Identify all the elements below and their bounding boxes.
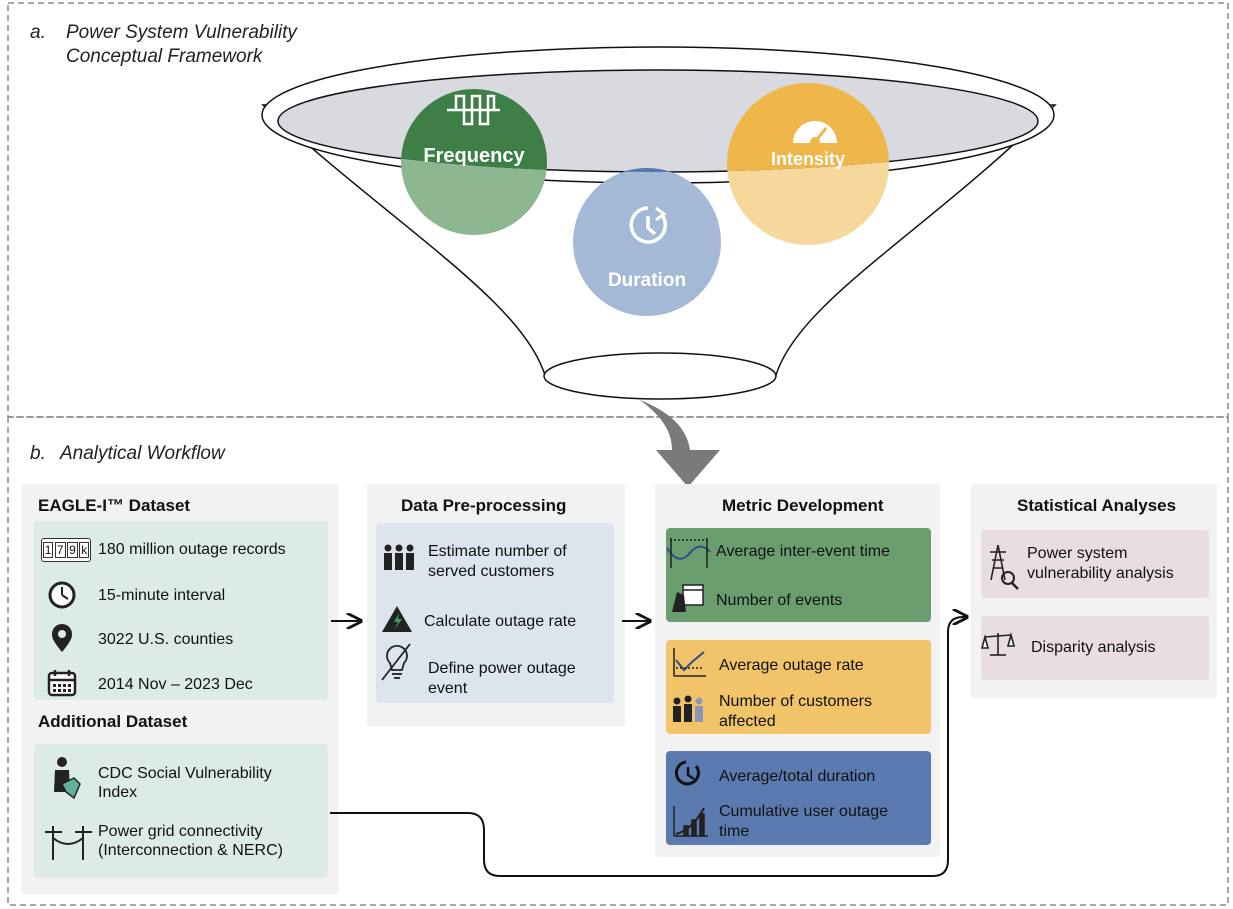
wave-interval-icon [666, 538, 711, 568]
statistics-title: Statistical Analyses [1017, 496, 1177, 515]
cdc-svi-line2: Index [98, 784, 138, 801]
cumulative-chart-icon [673, 806, 708, 837]
grid-connectivity-line1: Power grid connectivity [98, 823, 263, 840]
section-b-letter: b. [30, 443, 46, 464]
number-of-events-text: Number of events [716, 592, 843, 609]
define-event-line1: Define power outage [428, 660, 576, 677]
vulnerability-analysis-line1: Power system [1027, 545, 1128, 562]
cumulative-outage-line2: time [719, 823, 750, 840]
dataset-records-text: 180 million outage records [98, 541, 286, 558]
grid-connectivity-line2: (Interconnection & NERC) [98, 842, 283, 859]
calendar-icon [47, 670, 77, 697]
bulb-off-icon [381, 643, 411, 681]
dataset-period-text: 2014 Nov – 2023 Dec [98, 676, 253, 693]
frequency-label: Frequency [423, 145, 525, 167]
vulnerability-analysis-box [981, 530, 1209, 598]
define-event-line2: event [428, 680, 468, 697]
preprocessing-title: Data Pre-processing [401, 496, 567, 515]
people-group-icon [384, 544, 414, 570]
section-a-title-line2: Conceptual Framework [66, 46, 263, 67]
duration-metrics-box [666, 751, 931, 845]
clock-icon [48, 581, 76, 609]
average-total-duration-text: Average/total duration [719, 768, 876, 785]
eagle-dataset-title: EAGLE-I™ Dataset [38, 496, 191, 515]
warning-bolt-icon [382, 606, 412, 632]
vulnerability-analysis-line2: vulnerability analysis [1027, 565, 1174, 582]
arrow-additional-to-statistics [330, 617, 967, 877]
power-line-icon [45, 826, 92, 860]
estimate-customers-line2: served customers [428, 563, 555, 580]
hand-calendar-icon [672, 584, 704, 612]
down-arrow-icon [640, 400, 720, 487]
disparity-analysis-box [981, 616, 1209, 680]
intensity-label: Intensity [770, 149, 845, 169]
person-shield-icon [54, 757, 81, 800]
customers-affected-line1: Number of customers [719, 693, 872, 710]
customers-affected-line2: affected [719, 713, 776, 730]
average-outage-rate-text: Average outage rate [719, 657, 864, 674]
duration-label: Duration [607, 270, 687, 291]
cumulative-outage-line1: Cumulative user outage [719, 803, 888, 820]
balance-scale-icon [980, 631, 1016, 656]
trend-line-icon [673, 648, 706, 677]
duration-clock-icon [629, 206, 667, 244]
estimate-customers-line1: Estimate number of [428, 543, 567, 560]
frequency-icon [447, 94, 500, 126]
inter-event-time-text: Average inter-event time [716, 543, 891, 560]
calculate-outage-rate-text: Calculate outage rate [424, 613, 577, 630]
tower-magnifier-icon [990, 544, 1019, 590]
section-b-title: Analytical Workflow [60, 443, 225, 464]
additional-dataset-title: Additional Dataset [38, 712, 188, 731]
dataset-interval-text: 15-minute interval [98, 587, 226, 604]
funnel-bottom [543, 352, 777, 400]
people-affected-icon [673, 695, 703, 722]
location-pin-icon [52, 624, 72, 652]
dataset-counties-text: 3022 U.S. counties [98, 631, 234, 648]
metrics-title: Metric Development [722, 496, 884, 515]
preprocessing-box [376, 523, 614, 703]
clock-arrow-icon [674, 760, 700, 786]
disparity-analysis-text: Disparity analysis [1031, 639, 1156, 656]
cdc-svi-line1: CDC Social Vulnerability [98, 765, 272, 782]
counter-icon: 1 7 9 k [41, 538, 91, 562]
intensity-metrics-box [666, 640, 931, 734]
section-a-title-line1: Power System Vulnerability [66, 22, 297, 43]
section-a-letter: a. [30, 22, 46, 43]
frequency-metrics-box [666, 528, 931, 622]
gauge-icon [793, 121, 837, 147]
